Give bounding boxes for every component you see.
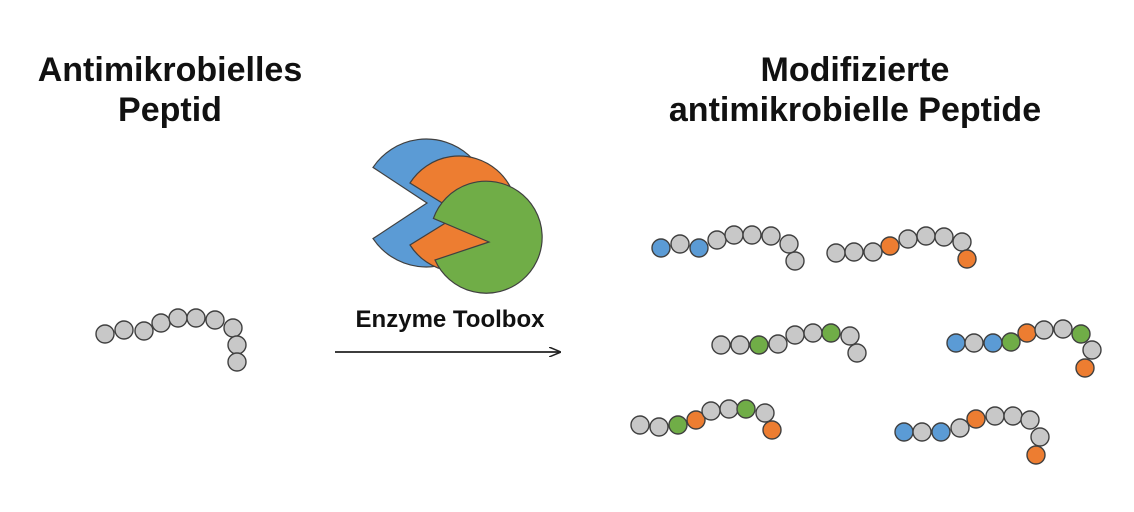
bead-gray <box>95 324 115 344</box>
bead-orange <box>1075 358 1095 378</box>
original-peptide-title: Antimikrobielles Peptid <box>0 50 340 130</box>
bead-gray <box>985 406 1005 426</box>
bead-orange <box>686 410 706 430</box>
modified-peptide-chain-4 <box>946 319 1102 378</box>
bead-gray <box>223 318 243 338</box>
bead-gray <box>1034 320 1054 340</box>
modified-peptide-chain-1 <box>651 225 805 271</box>
bead-orange <box>880 236 900 256</box>
modified-peptide-chain-6 <box>894 406 1050 465</box>
bead-green <box>736 399 756 419</box>
bead-gray <box>952 232 972 252</box>
bead-gray <box>711 335 731 355</box>
bead-gray <box>950 418 970 438</box>
bead-green <box>668 415 688 435</box>
bead-gray <box>1020 410 1040 430</box>
enzyme-group <box>372 138 543 294</box>
bead-green <box>749 335 769 355</box>
bead-gray <box>151 313 171 333</box>
enzyme-green-icon <box>432 180 543 294</box>
modified-peptides-title-line2: antimikrobielle Peptide <box>668 91 1042 129</box>
bead-gray <box>847 343 867 363</box>
modified-peptide-chain-2 <box>826 226 977 269</box>
bead-gray <box>934 227 954 247</box>
bead-gray <box>707 230 727 250</box>
bead-gray <box>227 335 247 355</box>
bead-green <box>821 323 841 343</box>
bead-gray <box>840 326 860 346</box>
bead-gray <box>724 225 744 245</box>
bead-blue <box>689 238 709 258</box>
modified-peptides-title: Modifizierte antimikrobielle Peptide <box>610 50 1100 130</box>
modified-peptides-title-line1: Modifizierte <box>760 51 950 89</box>
bead-gray <box>755 403 775 423</box>
bead-blue <box>651 238 671 258</box>
bead-gray <box>186 308 206 328</box>
bead-gray <box>670 234 690 254</box>
bead-gray <box>1003 406 1023 426</box>
original-peptide-title-line2: Peptid <box>118 91 222 129</box>
bead-gray <box>761 226 781 246</box>
bead-green <box>1001 332 1021 352</box>
bead-green <box>1071 324 1091 344</box>
bead-gray <box>768 334 788 354</box>
bead-gray <box>1030 427 1050 447</box>
bead-gray <box>205 310 225 330</box>
original-peptide-title-line1: Antimikrobielles <box>37 51 303 89</box>
bead-gray <box>742 225 762 245</box>
bead-orange <box>762 420 782 440</box>
bead-gray <box>803 323 823 343</box>
bead-blue <box>983 333 1003 353</box>
bead-gray <box>649 417 669 437</box>
bead-gray <box>719 399 739 419</box>
bead-gray <box>844 242 864 262</box>
bead-gray <box>779 234 799 254</box>
bead-gray <box>730 335 750 355</box>
bead-gray <box>1082 340 1102 360</box>
bead-blue <box>946 333 966 353</box>
bead-gray <box>912 422 932 442</box>
bead-orange <box>1026 445 1046 465</box>
bead-gray <box>785 325 805 345</box>
bead-gray <box>134 321 154 341</box>
bead-gray <box>227 352 247 372</box>
bead-gray <box>898 229 918 249</box>
original-peptide-chain <box>95 308 247 372</box>
bead-gray <box>863 242 883 262</box>
bead-gray <box>701 401 721 421</box>
bead-gray <box>785 251 805 271</box>
bead-gray <box>168 308 188 328</box>
modified-peptide-chain-5 <box>630 399 782 440</box>
bead-blue <box>931 422 951 442</box>
bead-gray <box>114 320 134 340</box>
bead-gray <box>1053 319 1073 339</box>
bead-gray <box>916 226 936 246</box>
bead-gray <box>630 415 650 435</box>
bead-gray <box>964 333 984 353</box>
enzyme-toolbox-label: Enzyme Toolbox <box>355 306 545 333</box>
bead-blue <box>894 422 914 442</box>
bead-orange <box>1017 323 1037 343</box>
modified-peptide-chain-3 <box>711 323 867 363</box>
bead-gray <box>826 243 846 263</box>
bead-orange <box>966 409 986 429</box>
bead-orange <box>957 249 977 269</box>
